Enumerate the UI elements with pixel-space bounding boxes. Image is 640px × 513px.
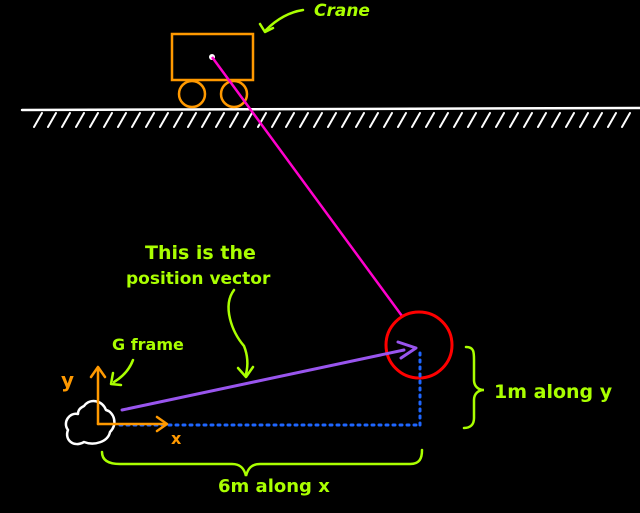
hatch-mark	[397, 112, 407, 128]
hatch-mark	[621, 112, 631, 128]
x-axis-label: x	[171, 429, 182, 448]
crane-cable	[210, 56, 404, 317]
crane-body	[170, 32, 255, 82]
hatch-mark	[103, 112, 113, 128]
hatch-mark	[173, 112, 183, 128]
ground	[20, 106, 640, 128]
position-vector-label-line2: position vector	[126, 269, 271, 289]
hatch-mark	[439, 112, 449, 128]
hatch-mark	[201, 112, 211, 128]
hatch-mark	[411, 112, 421, 128]
ground-line	[20, 106, 640, 112]
origin-blob	[64, 399, 116, 446]
hatch-mark	[425, 112, 435, 128]
hatch-mark	[453, 112, 463, 128]
hatch-mark	[131, 112, 141, 128]
hatch-mark	[145, 112, 155, 128]
position-vector-pointer	[227, 288, 249, 376]
hatch-mark	[271, 112, 281, 128]
hatch-mark	[229, 112, 239, 128]
hatch-mark	[187, 112, 197, 128]
hatch-mark	[75, 112, 85, 128]
crane-pointer-arrowhead	[258, 22, 275, 34]
crane-wheel-right	[219, 79, 249, 109]
hatch-mark	[313, 112, 323, 128]
hatch-mark	[243, 112, 253, 128]
one-m-label: 1m along y	[494, 381, 613, 403]
hatch-mark	[523, 112, 533, 128]
hatch-mark	[117, 112, 127, 128]
one-m-brace	[462, 345, 485, 430]
hatch-mark	[369, 112, 379, 128]
hatch-mark	[257, 112, 267, 128]
g-frame-pointer-head	[109, 371, 123, 387]
ground-hatching	[33, 112, 631, 128]
crane	[170, 32, 255, 109]
hatch-mark	[383, 112, 393, 128]
hatch-mark	[33, 112, 43, 128]
hatch-mark	[89, 112, 99, 128]
y-axis-label: y	[61, 368, 74, 392]
hatch-mark	[61, 112, 71, 128]
hatch-mark	[327, 112, 337, 128]
hatch-mark	[341, 112, 351, 128]
y-axis-arrowhead	[89, 365, 107, 379]
hatch-mark	[299, 112, 309, 128]
x-axis-arrowhead	[155, 415, 169, 433]
hatch-mark	[215, 112, 225, 128]
hatch-mark	[355, 112, 365, 128]
g-frame-axes	[89, 365, 169, 433]
load-circle	[384, 310, 454, 380]
six-m-label: 6m along x	[218, 476, 330, 497]
hatch-mark	[47, 112, 57, 128]
hatch-mark	[495, 112, 505, 128]
g-frame-pointer	[112, 358, 135, 384]
hatch-mark	[551, 112, 561, 128]
crane-wheel-left	[177, 79, 207, 109]
position-vector-pointer-head	[236, 365, 255, 379]
hatch-mark	[159, 112, 169, 128]
hatch-mark	[579, 112, 589, 128]
hatch-mark	[285, 112, 295, 128]
hatch-mark	[481, 112, 491, 128]
position-vector-label-line1: This is the	[145, 242, 256, 264]
hatch-mark	[593, 112, 603, 128]
hatch-mark	[537, 112, 547, 128]
crane-label: Crane	[314, 1, 370, 21]
hatch-mark	[509, 112, 519, 128]
six-m-brace	[100, 448, 424, 477]
position-vector	[120, 348, 406, 412]
hatch-mark	[565, 112, 575, 128]
g-frame-label: G frame	[112, 335, 184, 354]
hatch-mark	[467, 112, 477, 128]
hatch-mark	[607, 112, 617, 128]
crane-pointer-arrow	[264, 8, 305, 32]
position-vector-arrowhead	[396, 340, 418, 360]
